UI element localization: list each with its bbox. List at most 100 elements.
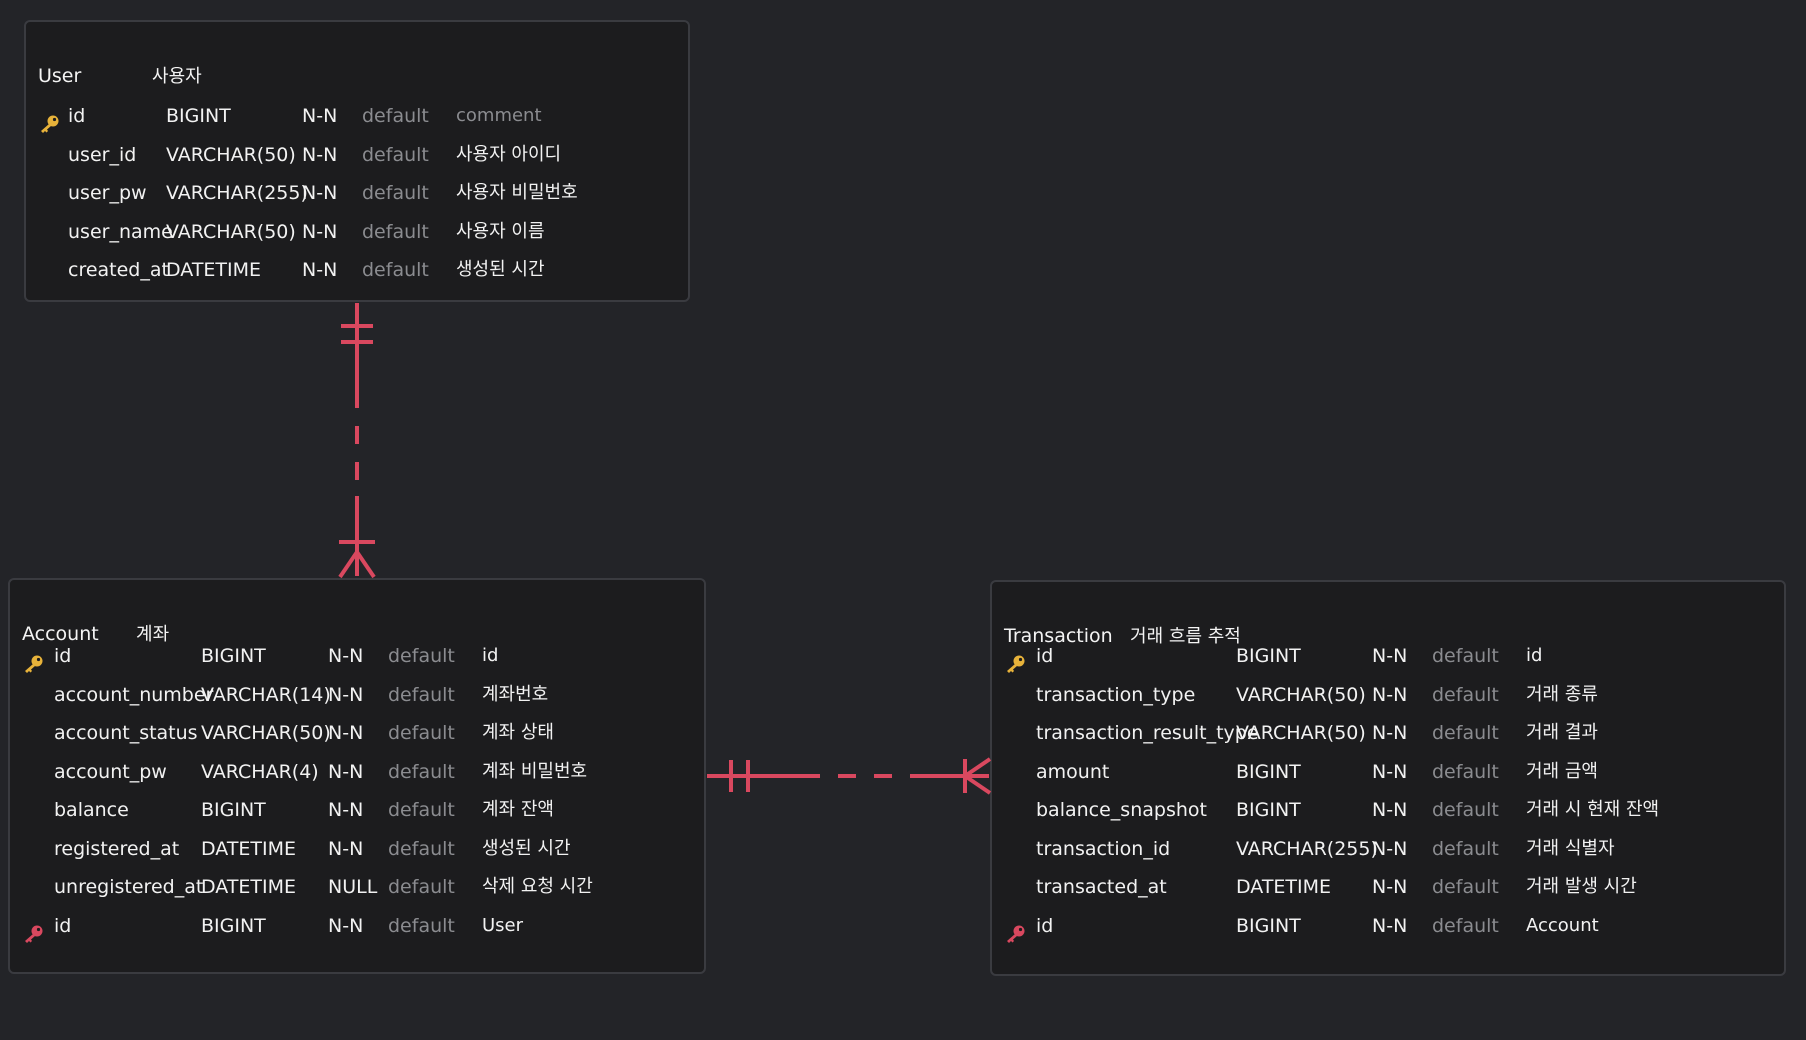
column-name: amount	[1036, 760, 1110, 783]
column-name: transaction_type	[1036, 683, 1196, 706]
column-nullable: N-N	[1372, 799, 1408, 821]
column-name: transaction_result_type	[1036, 722, 1259, 744]
table-header[interactable]: Account 계좌	[22, 620, 169, 646]
crowfoot-marker	[963, 774, 992, 795]
column-type: VARCHAR(50)	[1236, 722, 1366, 744]
column-type: BIGINT	[1236, 914, 1301, 937]
column-nullable: N-N	[1372, 722, 1408, 744]
column-name: registered_at	[54, 837, 180, 860]
table-header[interactable]: Transaction 거래 흐름 추적	[1004, 622, 1241, 648]
column-name: created_at	[68, 259, 169, 281]
column-comment: 생성된 시간	[482, 837, 571, 859]
table-header[interactable]: User 사용자	[38, 62, 202, 88]
column-type: DATETIME	[201, 837, 297, 860]
column-type: VARCHAR(50)	[166, 220, 296, 243]
column-nullable: N-N	[328, 722, 364, 744]
column-comment: Account	[1526, 914, 1599, 936]
table-name: User	[38, 65, 82, 87]
column-type: VARCHAR(50)	[1236, 683, 1366, 706]
column-nullable: N-N	[328, 683, 364, 706]
column-nullable: N-N	[302, 220, 338, 243]
column-comment: 계좌번호	[482, 683, 549, 705]
column-nullable: N-N	[328, 837, 364, 860]
column-default: default	[362, 220, 429, 243]
column-name: balance	[54, 799, 129, 821]
column-nullable: N-N	[1372, 645, 1408, 667]
column-default: default	[1432, 645, 1499, 667]
column-default: default	[362, 143, 429, 166]
column-default: default	[388, 760, 455, 783]
column-default: default	[1432, 722, 1499, 744]
column-type: DATETIME	[201, 876, 297, 898]
column-default: default	[1432, 683, 1499, 706]
column-comment: id	[482, 645, 499, 666]
column-type: BIGINT	[201, 914, 266, 937]
column-nullable: N-N	[328, 760, 364, 783]
column-row[interactable]: balance BIGINT N-N default 계좌 잔액	[10, 791, 704, 829]
column-default: default	[1432, 760, 1499, 783]
column-nullable: N-N	[1372, 837, 1408, 860]
column-name: id	[1036, 645, 1054, 667]
column-default: default	[362, 259, 429, 281]
column-default: default	[388, 799, 455, 821]
table-name: Account	[22, 623, 99, 645]
column-comment: 사용자 비밀번호	[456, 182, 578, 203]
column-nullable: N-N	[328, 799, 364, 821]
column-name: id	[54, 914, 72, 937]
column-default: default	[1432, 914, 1499, 937]
crowfoot-marker	[355, 550, 376, 579]
column-name: account_pw	[54, 760, 167, 783]
column-name: account_number	[54, 683, 214, 706]
column-comment: 계좌 잔액	[482, 799, 554, 820]
relation-account-transaction[interactable]	[707, 757, 992, 795]
column-name: id	[54, 645, 72, 667]
relation-user-account[interactable]	[338, 303, 376, 579]
column-type: BIGINT	[1236, 799, 1301, 821]
column-nullable: N-N	[302, 105, 338, 127]
column-comment: 거래 종류	[1526, 683, 1598, 705]
column-default: default	[362, 105, 429, 127]
column-default: default	[388, 914, 455, 937]
column-nullable: N-N	[1372, 914, 1408, 937]
crowfoot-marker	[963, 757, 992, 778]
column-default: default	[388, 683, 455, 706]
column-comment: id	[1526, 645, 1543, 666]
column-default: default	[388, 722, 455, 744]
column-name: balance_snapshot	[1036, 799, 1207, 821]
column-row[interactable]: registered_at DATETIME N-N default 생성된 시간	[10, 830, 704, 868]
column-type: BIGINT	[201, 799, 266, 821]
column-type: VARCHAR(14)	[201, 683, 331, 706]
column-name: user_name	[68, 220, 173, 243]
column-default: default	[388, 837, 455, 860]
column-comment: 사용자 이름	[456, 220, 545, 242]
column-comment: 계좌 상태	[482, 722, 554, 743]
column-name: user_pw	[68, 182, 147, 204]
column-comment: 사용자 아이디	[456, 143, 562, 165]
column-type: BIGINT	[201, 645, 266, 667]
column-type: DATETIME	[1236, 876, 1332, 898]
column-comment: 거래 발생 시간	[1526, 876, 1637, 897]
table-comment: 사용자	[152, 66, 202, 87]
